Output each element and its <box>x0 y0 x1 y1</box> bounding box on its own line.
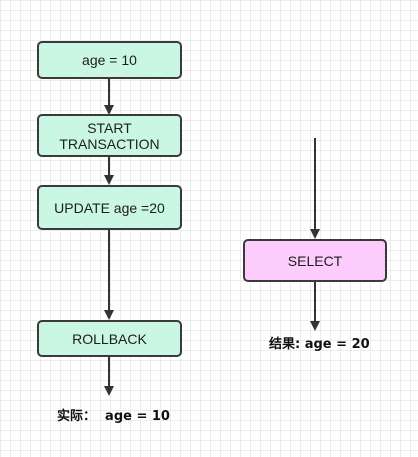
right-result-label: 结果: age = 20 <box>269 337 370 352</box>
node-rollback: ROLLBACK <box>37 320 182 357</box>
node-age-label: age = 10 <box>82 52 137 68</box>
node-select: SELECT <box>243 239 387 282</box>
left-result-label: 实际： age = 10 <box>57 409 170 424</box>
node-start-transaction-label: START TRANSACTION <box>59 119 160 152</box>
node-update-label: UPDATE age =20 <box>54 199 165 216</box>
node-rollback-label: ROLLBACK <box>72 330 147 347</box>
node-start-transaction: START TRANSACTION <box>37 114 182 157</box>
node-age: age = 10 <box>37 41 182 79</box>
node-select-label: SELECT <box>287 252 343 269</box>
node-update: UPDATE age =20 <box>37 185 182 230</box>
